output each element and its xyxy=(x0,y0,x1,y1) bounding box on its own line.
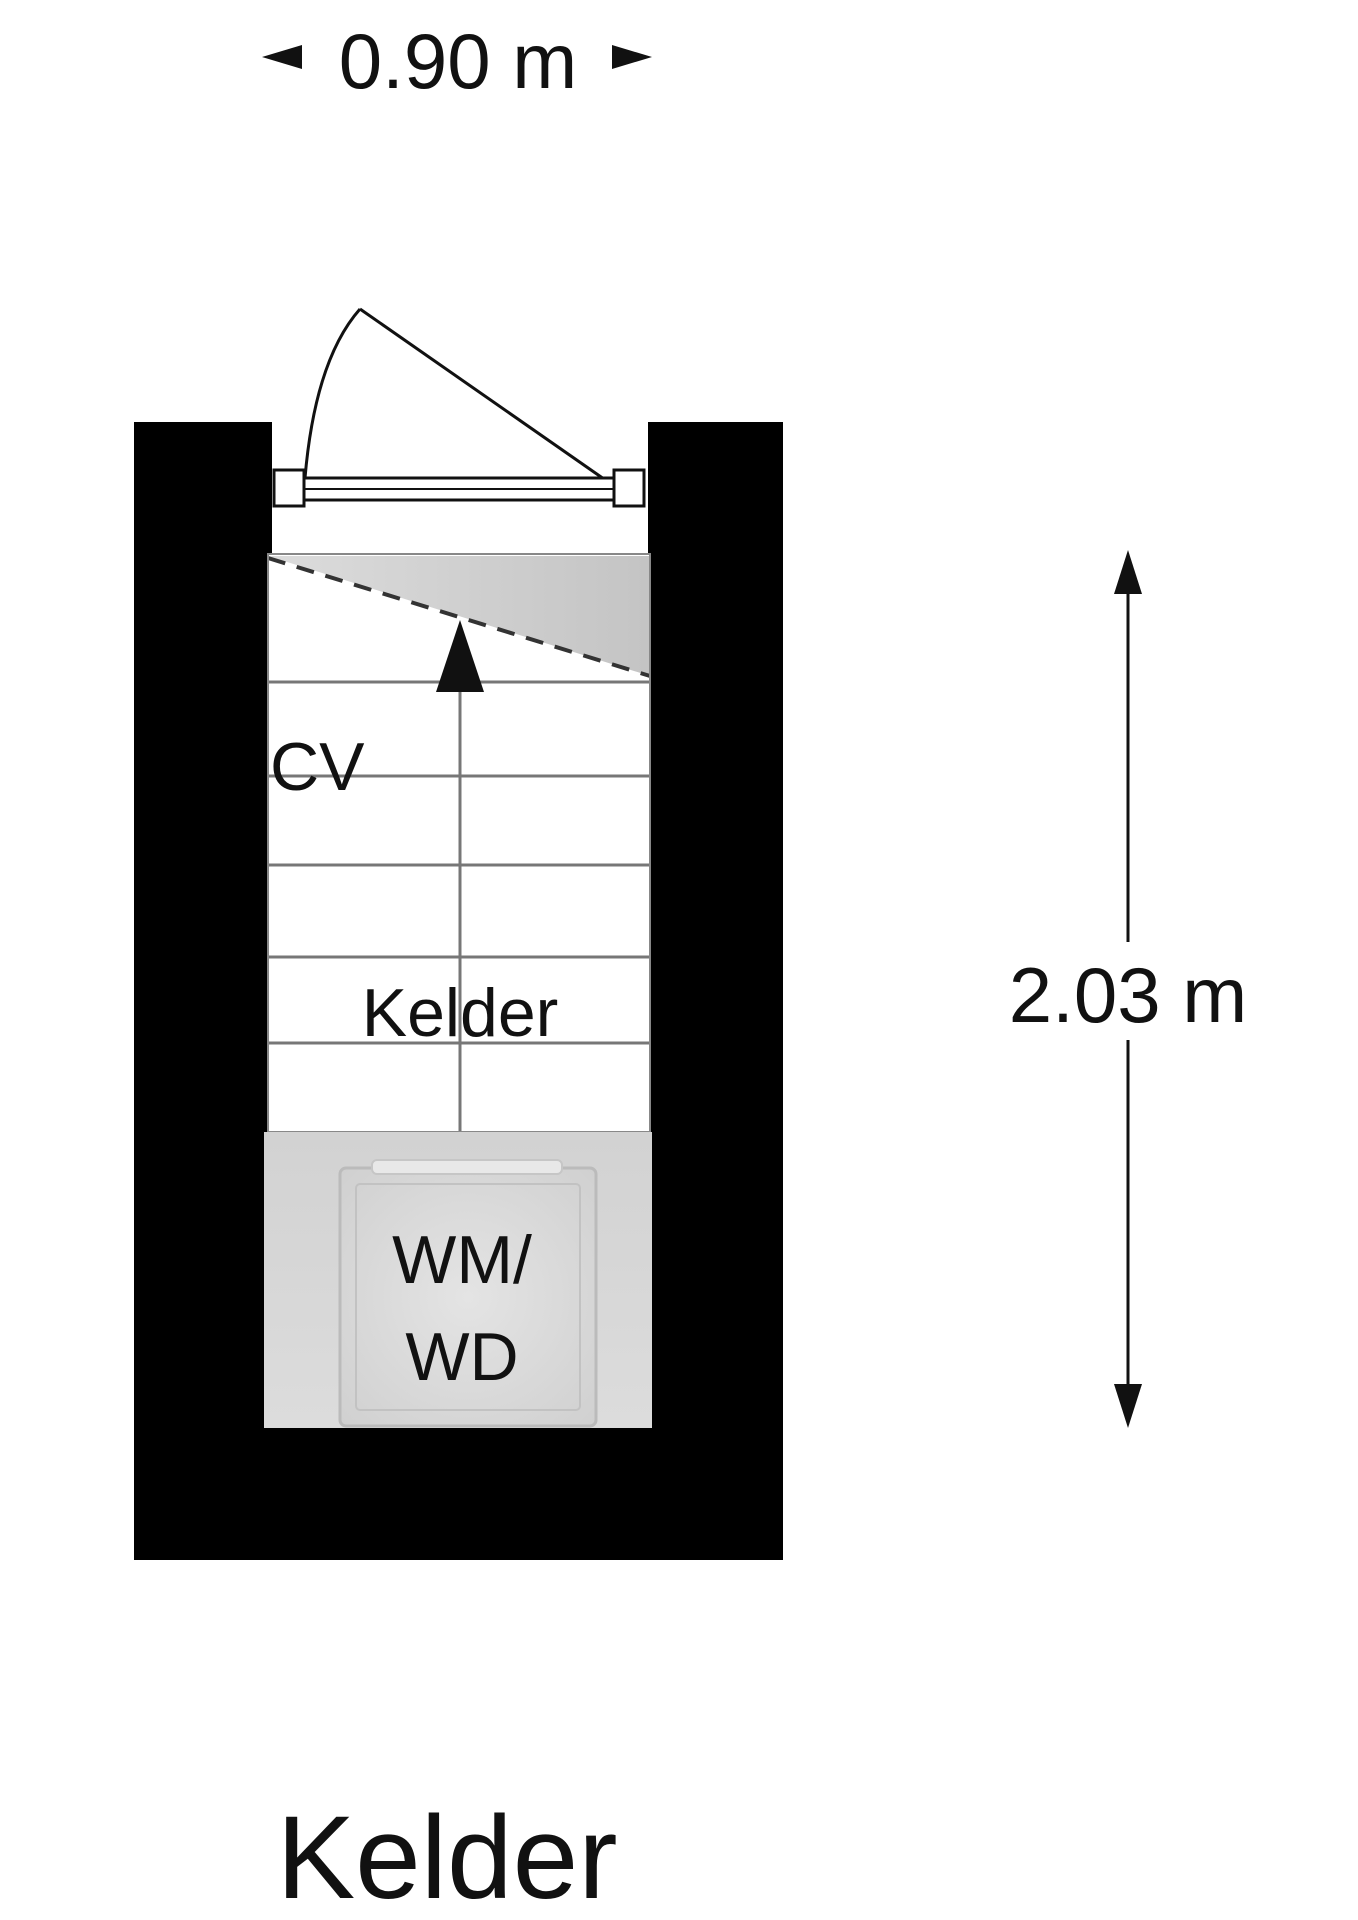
arrow-down-icon xyxy=(1114,1384,1142,1428)
door-arc xyxy=(303,308,362,479)
floor-title: Kelder xyxy=(276,1792,617,1920)
wall-right xyxy=(648,422,783,1560)
door-leaf xyxy=(359,307,615,488)
arrow-up-icon xyxy=(1114,550,1142,594)
stair-direction-arrow-icon xyxy=(436,620,484,692)
width-dimension: 0.90 m xyxy=(262,17,652,105)
wall-left xyxy=(134,422,272,1560)
appliance-label-line2: WD xyxy=(405,1319,518,1395)
appliance-label-line1: WM/ xyxy=(392,1222,532,1298)
utility-area xyxy=(264,1132,652,1428)
walls xyxy=(134,422,783,1560)
wall-bottom xyxy=(134,1428,783,1560)
door-swing xyxy=(303,307,615,488)
stair xyxy=(267,553,651,1133)
arrow-left-icon xyxy=(262,45,302,69)
stair-cut-line xyxy=(267,556,651,678)
door-jamb-right xyxy=(612,468,646,508)
arrow-right-icon xyxy=(612,45,652,69)
cv-label: CV xyxy=(270,729,365,805)
width-dimension-label: 0.90 m xyxy=(339,17,577,105)
door-jamb-left xyxy=(272,468,306,508)
depth-dimension: 2.03 m xyxy=(1009,550,1247,1428)
room-label: Kelder xyxy=(362,975,559,1051)
depth-dimension-label: 2.03 m xyxy=(1009,951,1247,1039)
